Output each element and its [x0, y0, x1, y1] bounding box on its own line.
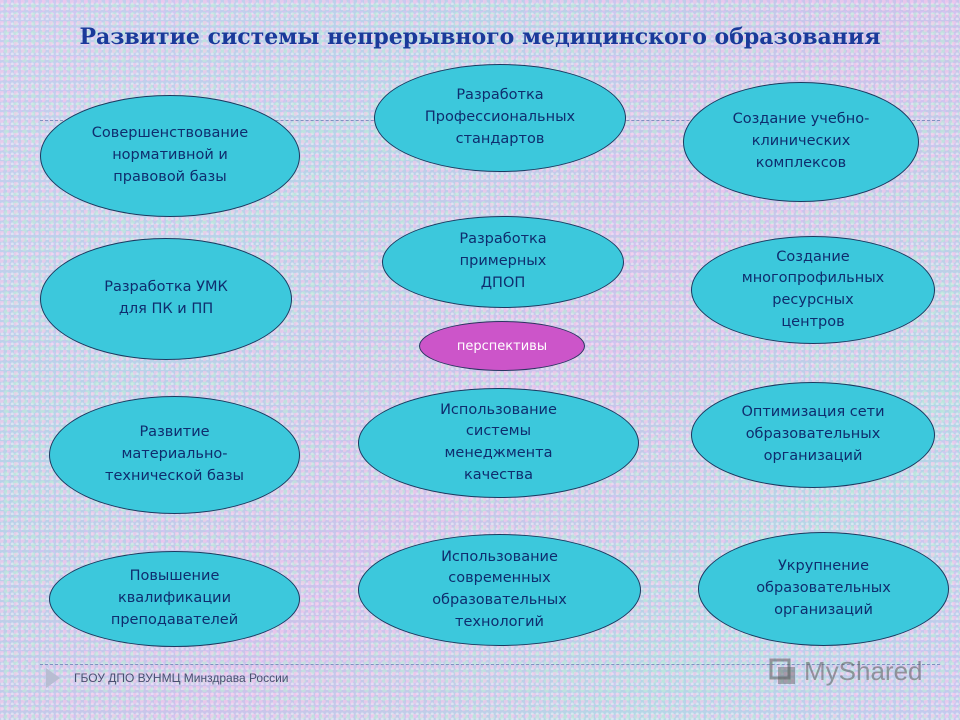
watermark-text: MyShared: [804, 656, 923, 686]
node-material-base: Развитие материально- технической базы: [49, 396, 300, 514]
node-umk-development: Разработка УМК для ПК и ПП: [40, 238, 292, 360]
node-resource-centers: Создание многопрофильных ресурсных центр…: [691, 236, 935, 344]
node-professional-standards: Разработка Профессиональных стандартов: [374, 64, 626, 172]
node-teacher-qualification: Повышение квалификации преподавателей: [49, 551, 300, 647]
page-title: Развитие системы непрерывного медицинско…: [79, 24, 881, 50]
footer-text: ГБОУ ДПО ВУНМЦ Минздрава России: [74, 671, 289, 685]
divider-line-bottom: [40, 664, 940, 665]
footer-arrow-icon: [46, 668, 60, 688]
node-quality-management: Использование системы менеджмента качест…: [358, 388, 639, 498]
node-network-optimization: Оптимизация сети образовательных организ…: [691, 382, 935, 488]
node-organizations-merger: Укрупнение образовательных организаций: [698, 532, 949, 646]
node-clinical-complexes: Создание учебно- клинических комплексов: [683, 82, 919, 202]
node-model-programs: Разработка примерных ДПОП: [382, 216, 624, 308]
node-modern-technologies: Использование современных образовательны…: [358, 534, 641, 646]
myshared-logo-icon: [769, 658, 795, 684]
center-node-perspectives: перспективы: [419, 321, 585, 371]
node-normative-base: Совершенствование нормативной и правовой…: [40, 95, 300, 217]
watermark-logo: MyShared: [768, 656, 923, 687]
